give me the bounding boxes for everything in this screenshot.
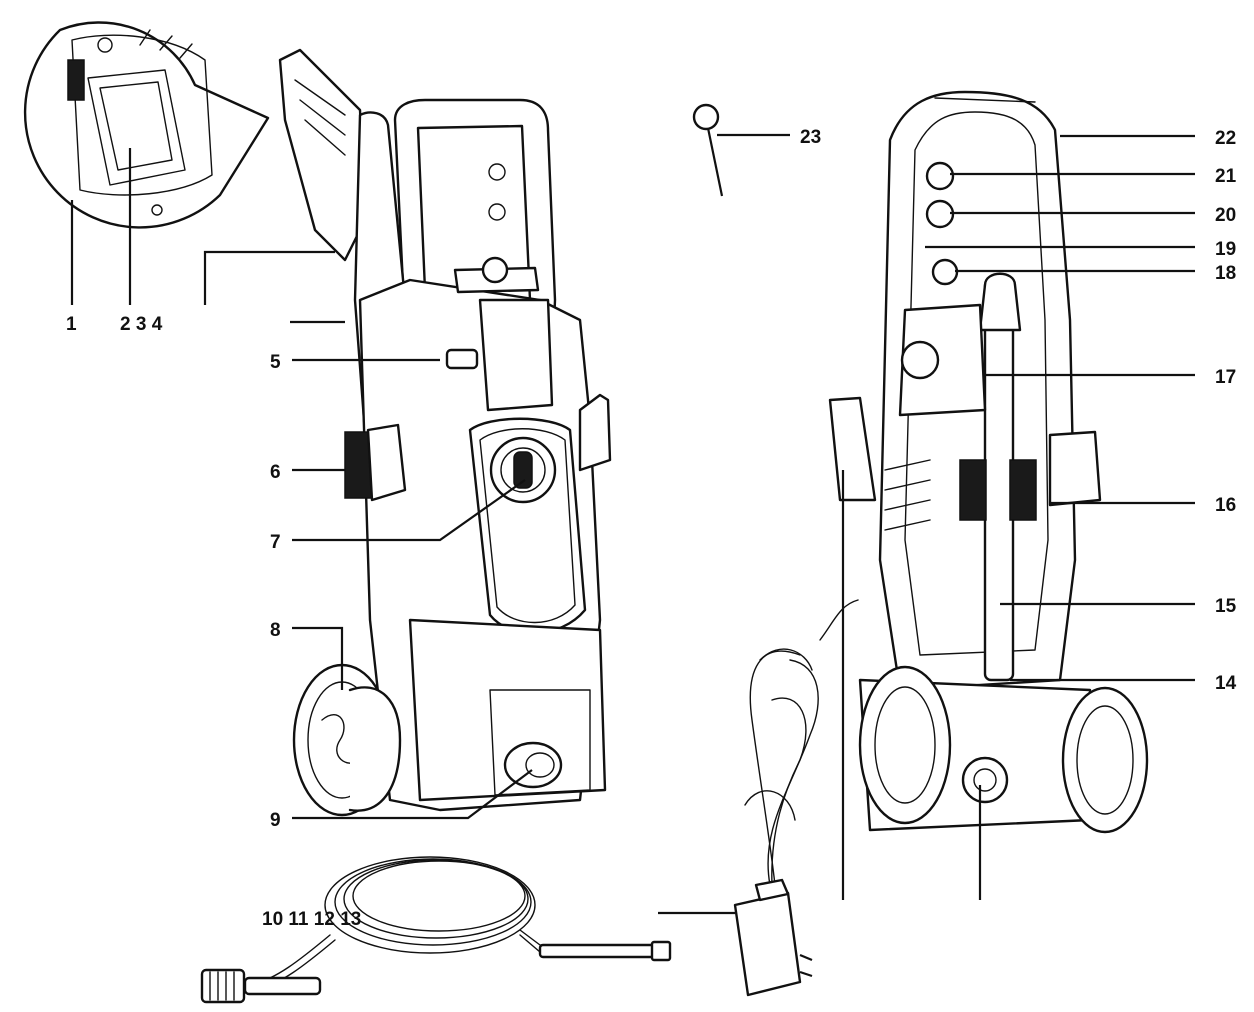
callout-10-13: 10 11 12 13 [262,909,361,930]
high-pressure-hose [200,856,672,1004]
callout-17: 17 [1215,367,1236,388]
callout-15: 15 [1215,596,1237,617]
callout-14: 14 [1215,673,1237,694]
callout-9: 9 [270,810,281,831]
power-cord-with-plug [733,599,859,997]
callout-20: 20 [1215,205,1236,226]
inset-latch [67,59,85,101]
gfci-plug [733,891,802,997]
callout-1: 1 [66,314,77,335]
callout-23: 23 [800,127,821,148]
callout-21: 21 [1215,166,1237,187]
callout-16: 16 [1215,495,1236,516]
callout-18: 18 [1215,263,1236,284]
callout-19: 19 [1215,239,1236,260]
callout-6: 6 [270,462,281,483]
nozzle-cleaning-pin [692,103,724,197]
callout-5: 5 [270,352,281,373]
spray-lance [983,278,1015,682]
callout-8: 8 [270,620,281,641]
front-view-machine [278,48,612,817]
leader-lines [70,133,1195,915]
callout-2-3-4: 2 3 4 [120,314,163,335]
callout-22: 22 [1215,128,1236,149]
callout-labels: 1 2 3 4 5 6 7 8 9 10 11 12 13 14 15 16 1… [66,127,1237,930]
callout-7: 7 [270,532,281,553]
detail-inset-gun-holder [23,21,270,229]
water-inlet [503,741,563,789]
rear-view-machine [828,90,1149,834]
hose-end-connector [200,968,246,1004]
